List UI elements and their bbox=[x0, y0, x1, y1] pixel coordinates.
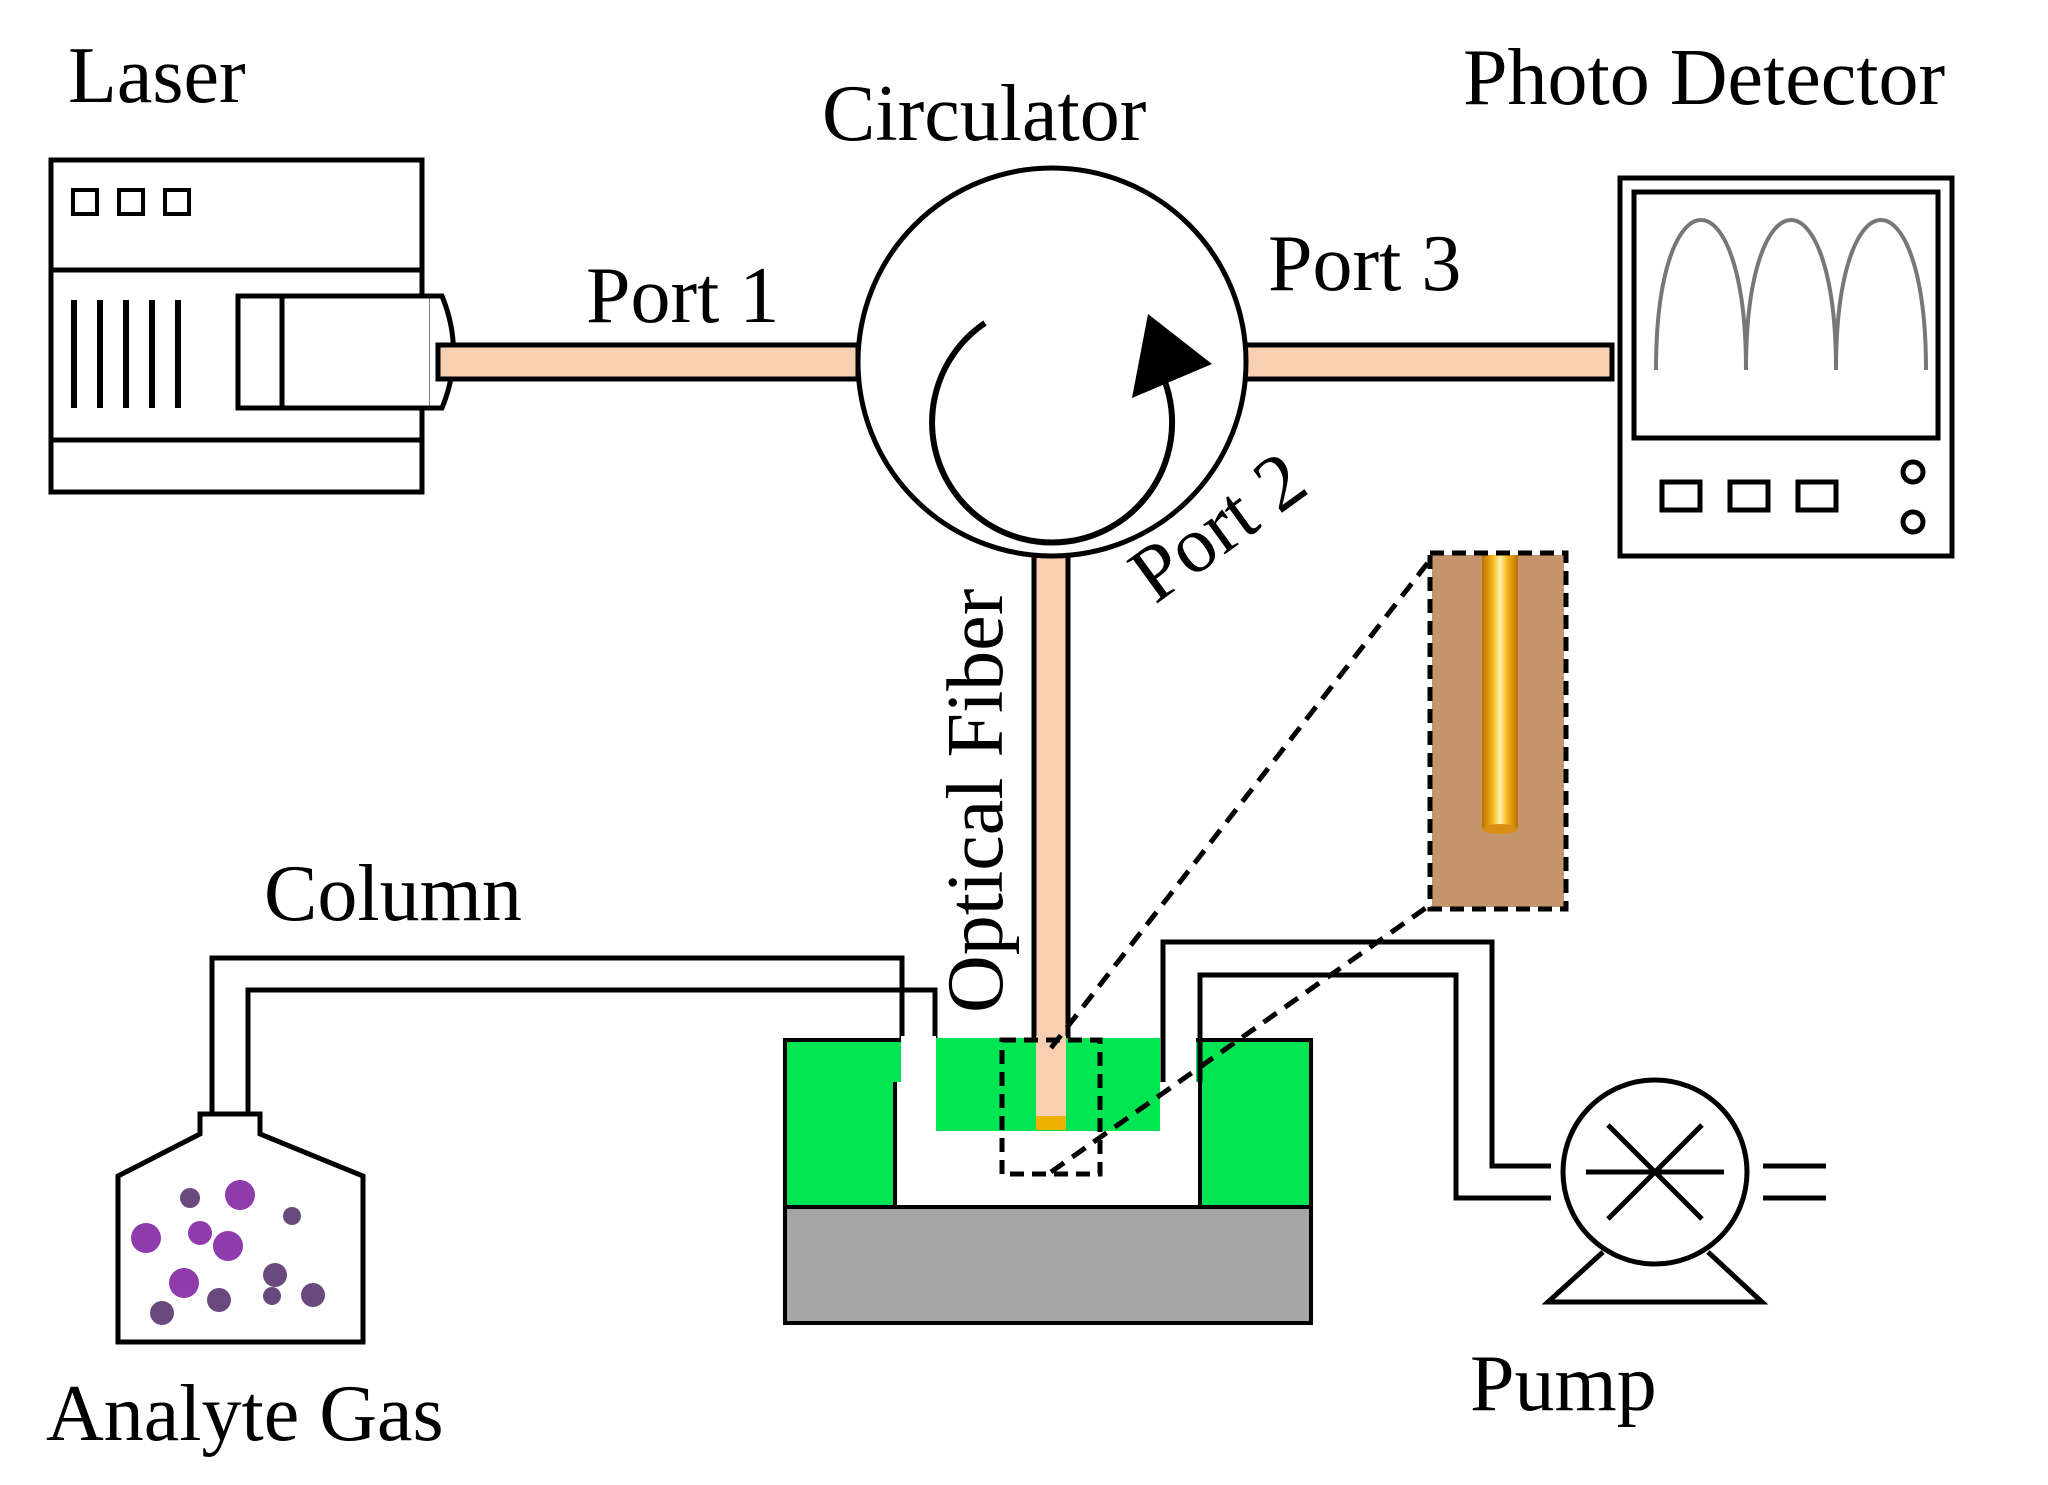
pump-stand bbox=[1541, 1250, 1769, 1305]
analyte-gas-label: Analyte Gas bbox=[46, 1370, 444, 1458]
inlet-channel bbox=[901, 1036, 936, 1084]
photo-detector-label: Photo Detector bbox=[1463, 34, 1945, 122]
circulator bbox=[855, 165, 1249, 559]
signal-waveform bbox=[1654, 218, 1928, 371]
inset-fiber bbox=[1482, 555, 1518, 829]
analyte-gas-bottle bbox=[115, 1111, 366, 1345]
inset-frame bbox=[1427, 550, 1569, 912]
detector-knobs bbox=[1900, 459, 1926, 535]
pump-label: Pump bbox=[1470, 1340, 1657, 1428]
arrowhead-icon bbox=[1132, 314, 1212, 398]
detector-screen bbox=[1631, 189, 1941, 441]
circulation-arrow-icon bbox=[929, 320, 1176, 546]
port3-label: Port 3 bbox=[1268, 220, 1461, 308]
laser-output-coupler bbox=[235, 293, 456, 411]
port1-label: Port 1 bbox=[586, 252, 779, 340]
laser-device bbox=[48, 157, 456, 495]
inset-fiber-end bbox=[1482, 824, 1518, 834]
laser-vent-slots bbox=[71, 300, 181, 408]
sensing-chamber bbox=[783, 1036, 1313, 1325]
fiber-in-chamber bbox=[1036, 1036, 1066, 1128]
magnified-inset bbox=[1049, 550, 1569, 1175]
column-label: Column bbox=[264, 850, 522, 938]
magnify-region-box bbox=[999, 1037, 1103, 1177]
pump-tubing bbox=[1160, 939, 1826, 1201]
chamber-base bbox=[783, 1205, 1313, 1325]
optical-fiber-label: Optical Fiber bbox=[932, 589, 1020, 1013]
detector-buttons bbox=[1659, 479, 1839, 513]
pump-rotor-icon bbox=[1586, 1123, 1724, 1221]
port3-fiber bbox=[1229, 342, 1615, 382]
photo-detector-device bbox=[1617, 175, 1955, 559]
pump-device bbox=[1541, 1077, 1769, 1305]
circulator-body bbox=[855, 165, 1249, 559]
port1-fiber bbox=[435, 342, 861, 382]
laser-label: Laser bbox=[68, 32, 246, 120]
laser-indicator-buttons bbox=[71, 188, 191, 216]
fiber-tip bbox=[1036, 1116, 1066, 1130]
circulator-label: Circulator bbox=[822, 70, 1146, 158]
gas-molecules bbox=[131, 1180, 325, 1325]
